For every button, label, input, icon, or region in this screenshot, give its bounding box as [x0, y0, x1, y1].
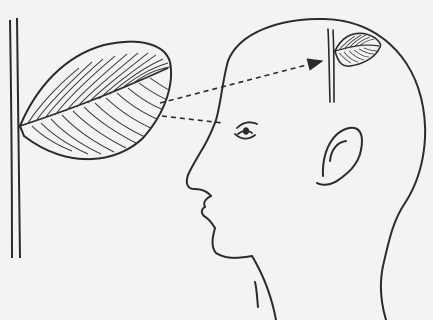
human-head-profile	[187, 19, 425, 320]
eye	[235, 122, 257, 138]
leaf-stem	[10, 18, 20, 258]
mental-image-stem	[328, 29, 334, 102]
sight-lines	[160, 61, 322, 123]
dashed-line-lower	[162, 116, 223, 123]
mental-image-leaf	[335, 33, 380, 66]
leaf-illustration	[20, 42, 171, 159]
dashed-arrow-upper	[160, 61, 322, 103]
ear	[317, 128, 362, 185]
